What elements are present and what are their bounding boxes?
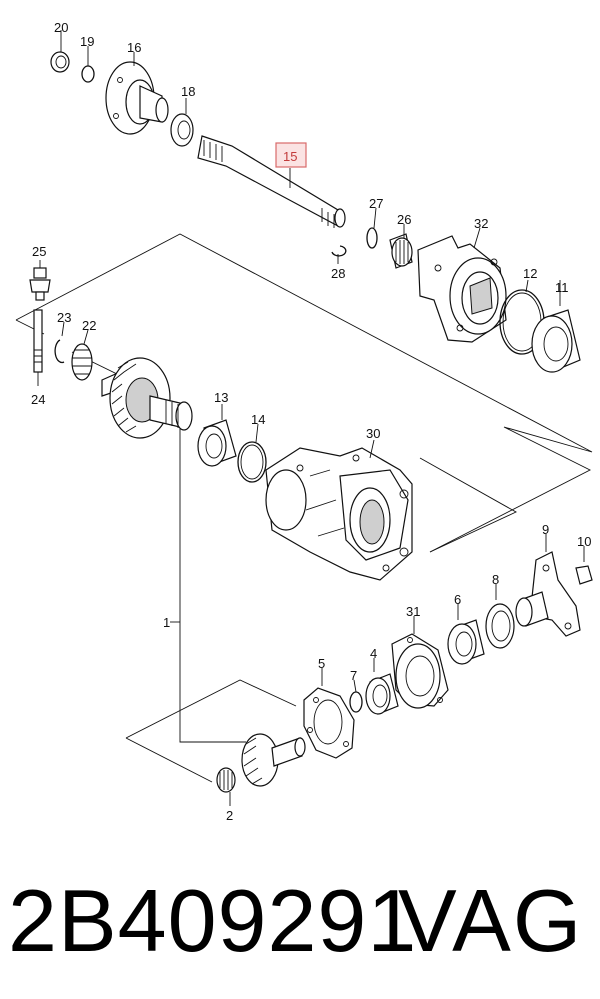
highlighted-callout-box xyxy=(275,142,307,168)
part-7-circlip xyxy=(349,679,363,713)
callout-7: 7 xyxy=(350,668,357,683)
part-ring-gear-assembly xyxy=(101,357,193,439)
part-19-circlip xyxy=(81,46,95,83)
callout-31: 31 xyxy=(406,604,420,619)
part-27-snap-ring xyxy=(366,207,378,249)
callout-26: 26 xyxy=(397,212,411,227)
part-26-needle-bearing xyxy=(389,224,413,269)
diagram-canvas: 20 19 16 18 15 27 26 32 28 12 11 25 23 2… xyxy=(15,20,593,823)
part-4-bearing xyxy=(365,658,399,715)
callout-13: 13 xyxy=(214,390,228,405)
callout-23: 23 xyxy=(57,310,71,325)
part-20-seal xyxy=(50,30,70,73)
part-number: 2B409291 xyxy=(8,871,418,970)
exploded-parts-diagram: 20 19 16 18 15 27 26 32 28 12 11 25 23 2… xyxy=(15,20,593,823)
callout-9: 9 xyxy=(542,522,549,537)
callout-30: 30 xyxy=(366,426,380,441)
callout-5: 5 xyxy=(318,656,325,671)
part-15-shaft xyxy=(197,135,346,228)
callout-1: 1 xyxy=(163,615,170,630)
part-5-gasket xyxy=(303,668,355,759)
callout-11: 11 xyxy=(555,280,569,295)
callout-14: 14 xyxy=(251,412,265,427)
part-8-seal xyxy=(485,584,515,649)
part-25-fitting xyxy=(29,260,51,301)
part-18-bearing xyxy=(170,98,194,147)
callout-18: 18 xyxy=(181,84,195,99)
footer: 2B409291 VAG xyxy=(0,866,600,986)
part-22-gear xyxy=(71,329,93,381)
callout-25: 25 xyxy=(32,244,46,259)
part-23-circlip xyxy=(54,321,65,364)
callout-6: 6 xyxy=(454,592,461,607)
part-pinion-gear xyxy=(241,733,306,787)
callout-24: 24 xyxy=(31,392,45,407)
callout-15: 15 xyxy=(283,149,297,164)
part-2-bearing xyxy=(216,767,236,806)
callout-20: 20 xyxy=(54,20,68,35)
part-32-housing-cover xyxy=(417,227,507,343)
part-24-shaft xyxy=(33,309,43,386)
callout-10: 10 xyxy=(577,534,591,549)
callout-28: 28 xyxy=(331,266,345,281)
part-6-bearing xyxy=(447,604,485,665)
part-13-bearing xyxy=(197,404,237,467)
callout-27: 27 xyxy=(369,196,383,211)
group-outline-lower xyxy=(125,420,517,783)
part-10-nut xyxy=(575,546,593,585)
callout-4: 4 xyxy=(370,646,377,661)
callout-16: 16 xyxy=(127,40,141,55)
part-14-o-ring xyxy=(237,423,267,483)
callout-2: 2 xyxy=(226,808,233,823)
brand-label: VAG xyxy=(398,871,584,970)
part-11-bearing xyxy=(531,280,581,373)
part-16-flange xyxy=(105,52,169,135)
callout-32: 32 xyxy=(474,216,488,231)
part-31-bearing-housing xyxy=(391,616,449,709)
callout-19: 19 xyxy=(80,34,94,49)
callout-12: 12 xyxy=(523,266,537,281)
callout-22: 22 xyxy=(82,318,96,333)
part-flange-shaft-lower xyxy=(515,591,549,627)
part-28-circlip xyxy=(331,245,347,264)
part-30-transfer-case xyxy=(265,439,413,581)
callout-8: 8 xyxy=(492,572,499,587)
